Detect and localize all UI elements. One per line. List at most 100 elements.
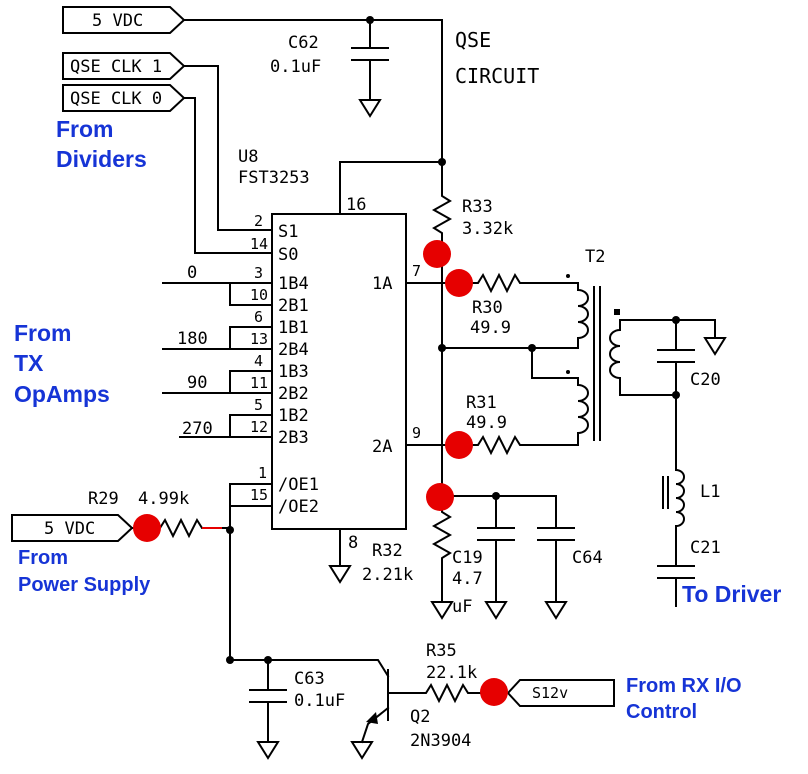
r29-value: 4.99k xyxy=(138,489,189,509)
net-flag-s12v: S12v xyxy=(506,679,615,707)
pin-10-number: 10 xyxy=(250,286,268,304)
q2-value: 2N3904 xyxy=(410,731,471,751)
r30-ref: R30 xyxy=(472,298,503,318)
resistor-r29 xyxy=(131,517,231,539)
from-ps-line1: From xyxy=(18,547,68,569)
resistor-r32 xyxy=(430,495,454,620)
title-line2: CIRCUIT xyxy=(455,64,539,88)
capacitor-c19 xyxy=(477,495,515,620)
from-rx-line2: Control xyxy=(626,701,697,723)
junction xyxy=(226,656,234,664)
wire-center-tap-b xyxy=(531,347,579,379)
ground-icon xyxy=(358,99,382,118)
c21-ref: C21 xyxy=(690,538,721,558)
pin-1b3-name: 1B3 xyxy=(278,362,309,382)
capacitor-c63 xyxy=(249,659,287,760)
probe-marker-r31 xyxy=(445,431,473,459)
q2-ref: Q2 xyxy=(410,707,430,727)
wire-input-0-tie xyxy=(229,282,273,306)
net-flag-5vdc-top: 5 VDC xyxy=(62,6,186,34)
transistor-q2 xyxy=(350,659,390,760)
wire-5vdc-rail xyxy=(183,19,443,163)
capacitor-c21 xyxy=(657,565,695,607)
resistor-r31 xyxy=(459,434,579,456)
r32-value: 2.21k xyxy=(362,565,413,585)
pin-2a-name: 2A xyxy=(372,437,392,457)
from-dividers-line1: From xyxy=(56,116,114,142)
probe-marker-r33 xyxy=(423,240,451,268)
pin-6-number: 6 xyxy=(254,308,263,326)
pin-1b2-name: 1B2 xyxy=(278,406,309,426)
pin-16-number: 16 xyxy=(346,195,366,215)
pin-14-number: 14 xyxy=(250,235,268,253)
capacitor-c64 xyxy=(537,495,575,620)
r32-ref: R32 xyxy=(372,541,403,561)
from-tx-line3: OpAmps xyxy=(14,381,110,407)
pin-11-number: 11 xyxy=(250,374,268,392)
ground-icon xyxy=(430,601,454,620)
wire-clk0 xyxy=(183,97,273,254)
wire-oe1 xyxy=(229,483,273,531)
from-ps-line2: Power Supply xyxy=(18,574,151,596)
pin-7-number: 7 xyxy=(412,262,421,280)
c19-ref: C19 xyxy=(452,548,483,568)
probe-marker-r29 xyxy=(133,514,161,542)
c64-ref: C64 xyxy=(572,548,603,568)
net-flag-5vdc-top-label: 5 VDC xyxy=(92,11,143,31)
pin-1b4-name: 1B4 xyxy=(278,274,309,294)
capacitor-c20 xyxy=(657,319,695,471)
r33-value: 3.32k xyxy=(462,219,513,239)
pin-s0-name: S0 xyxy=(278,245,298,265)
c62-value: 0.1uF xyxy=(270,57,321,77)
probe-marker-bias xyxy=(426,483,454,511)
pin-1b1-name: 1B1 xyxy=(278,318,309,338)
input-90-label: 90 xyxy=(187,373,207,393)
pin-4-number: 4 xyxy=(254,352,263,370)
capacitor-c62 xyxy=(351,19,389,118)
pin-2b3-name: 2B3 xyxy=(278,428,309,448)
ground-icon xyxy=(544,601,568,620)
ic-u8-ref: U8 xyxy=(238,147,258,167)
input-270-label: 270 xyxy=(182,419,213,439)
junction xyxy=(528,344,536,352)
net-flag-qse-clk0-label: QSE CLK 0 xyxy=(70,89,162,109)
resistor-r30 xyxy=(459,272,579,294)
net-flag-qse-clk1: QSE CLK 1 xyxy=(62,52,186,80)
pin-oe2-name: /OE2 xyxy=(278,497,319,517)
ground-icon xyxy=(328,565,352,584)
probe-marker-r35 xyxy=(480,678,508,706)
pin-2b4-name: 2B4 xyxy=(278,340,309,360)
pin-2b1-name: 2B1 xyxy=(278,296,309,316)
ground-icon xyxy=(350,741,374,760)
resistor-r33 xyxy=(431,161,453,261)
r30-value: 49.9 xyxy=(470,318,511,338)
c20-ref: C20 xyxy=(690,370,721,390)
resistor-r35 xyxy=(387,682,509,704)
net-flag-qse-clk0: QSE CLK 0 xyxy=(62,84,186,112)
pin-s1-name: S1 xyxy=(278,222,298,242)
wire-secondary-top xyxy=(619,319,716,339)
from-tx-line1: From xyxy=(14,320,72,346)
inductor-l1 xyxy=(662,468,685,567)
wire-vcc-pin16 xyxy=(339,161,443,215)
pin-3-number: 3 xyxy=(254,264,263,282)
l1-ref: L1 xyxy=(700,482,720,502)
c19-value-a: 4.7 xyxy=(452,569,483,589)
r29-ref: R29 xyxy=(88,489,119,509)
c62-ref: C62 xyxy=(288,33,319,53)
r31-ref: R31 xyxy=(466,393,497,413)
ground-icon xyxy=(256,741,280,760)
r31-value: 49.9 xyxy=(466,413,507,433)
probe-markers xyxy=(133,240,508,706)
ground-icon xyxy=(703,337,727,356)
pin-2-number: 2 xyxy=(254,212,263,230)
r35-ref: R35 xyxy=(426,641,457,661)
ground-icon xyxy=(484,601,508,620)
from-dividers-line2: Dividers xyxy=(56,146,147,172)
pin-2b2-name: 2B2 xyxy=(278,384,309,404)
pin-1a-name: 1A xyxy=(372,274,392,294)
c19-value-b: uF xyxy=(452,597,472,617)
c63-ref: C63 xyxy=(294,669,325,689)
pin-oe1-name: /OE1 xyxy=(278,475,319,495)
